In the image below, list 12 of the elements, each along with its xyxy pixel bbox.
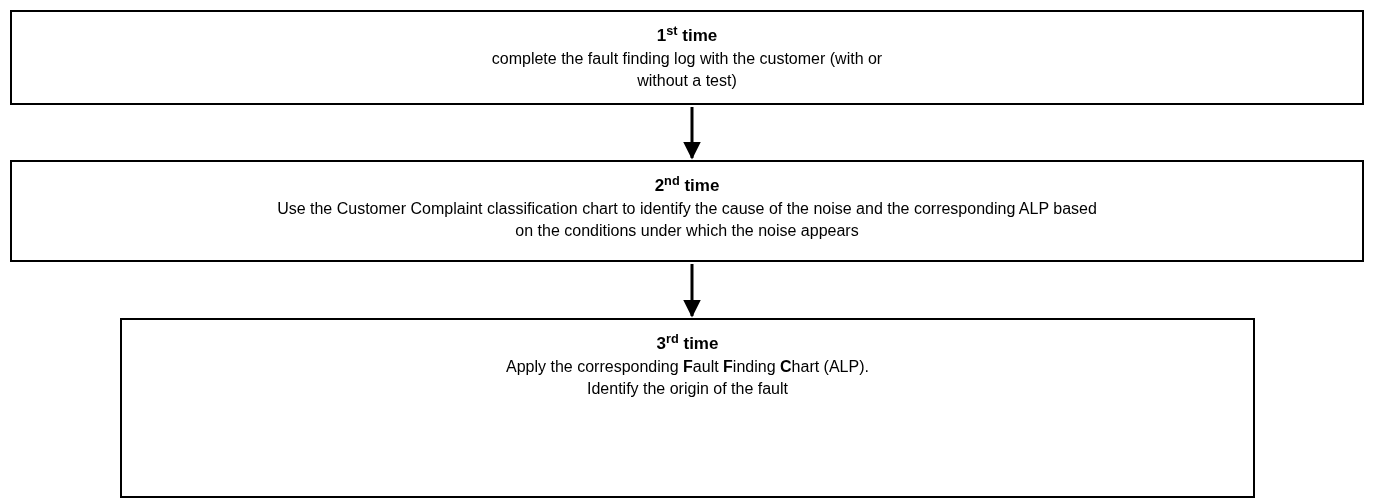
step-heading: 1$^{st}$ time (656, 24, 718, 47)
arrow (683, 264, 701, 318)
step-description: Identify the origin of the fault (587, 379, 788, 399)
process-box (120, 318, 1255, 498)
step-description: complete the fault finding log with the customer (with or without a test) (490, 49, 884, 91)
process-box (10, 10, 1364, 105)
step-heading: 3$^{rd}$ time (656, 332, 719, 355)
process-box (10, 160, 1364, 262)
step-heading: 2$^{nd}$ time (654, 174, 720, 197)
step-description: Apply the corresponding Fault Finding Chart (ALP). (506, 357, 869, 377)
arrow (683, 107, 701, 160)
step-description: Use the Customer Complaint classification chart to identify the cause of the noise and the corresponding ALP based on the conditions under which the noise appears (277, 199, 1097, 241)
